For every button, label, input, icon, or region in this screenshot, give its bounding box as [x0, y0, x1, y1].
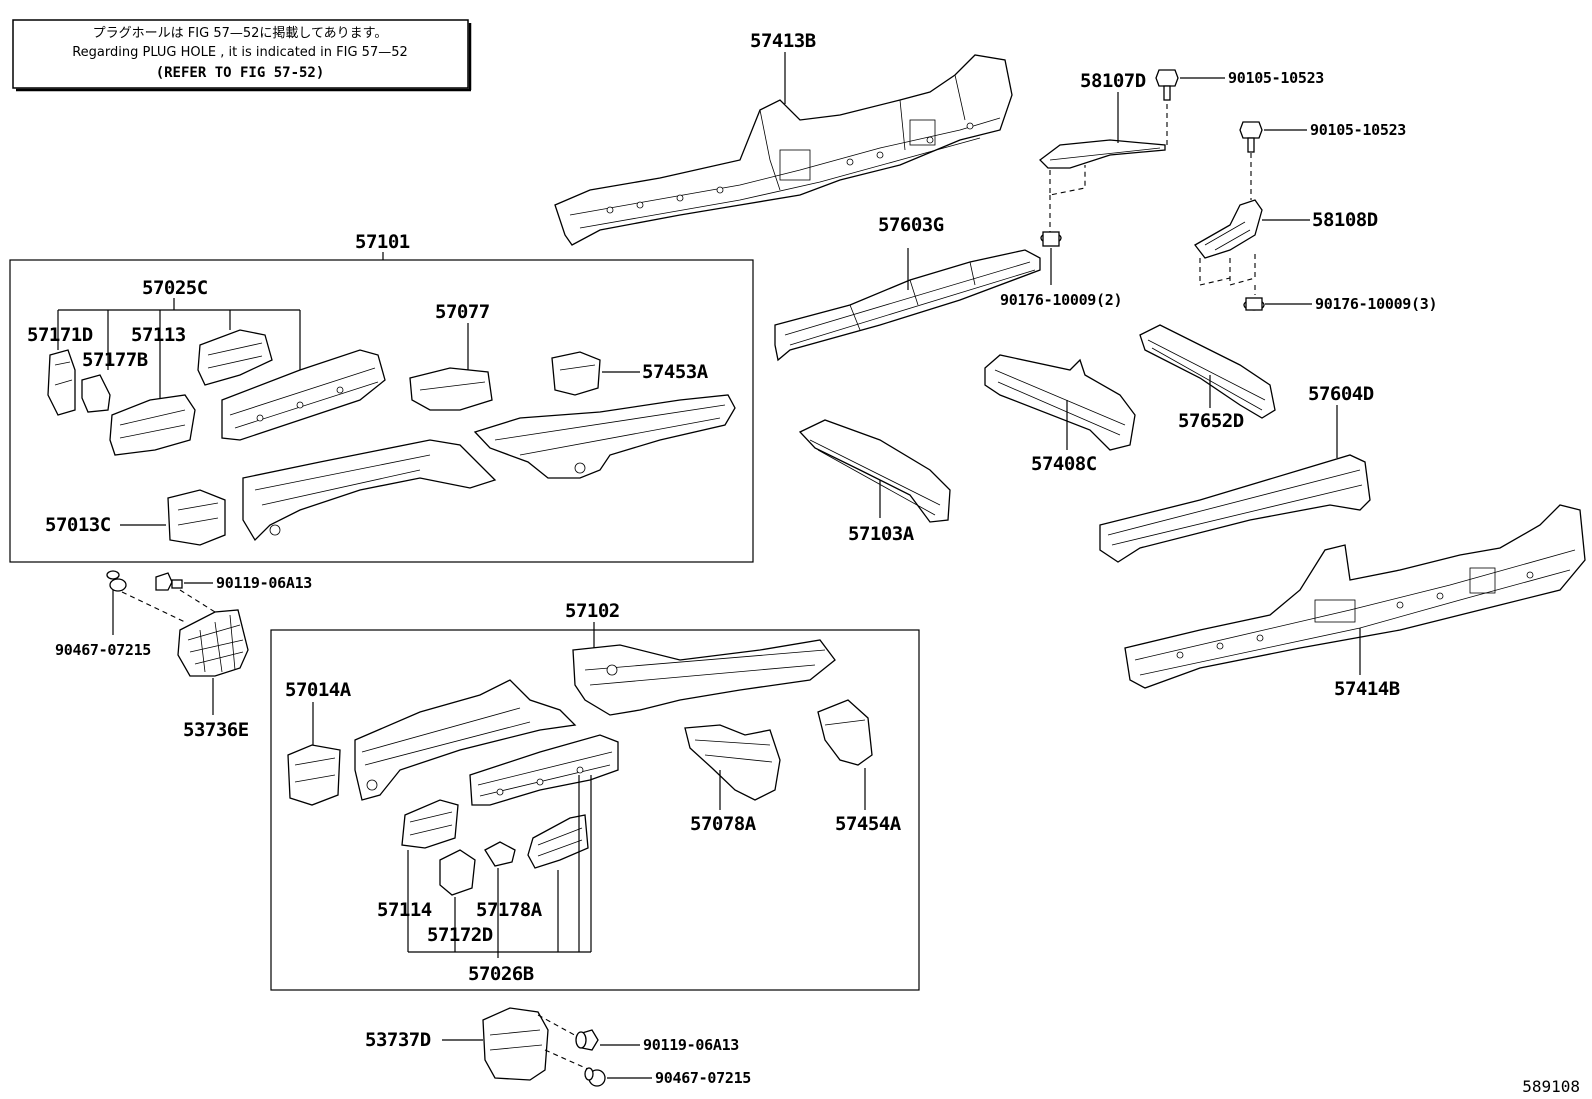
- part-57177B-plate[interactable]: [81, 374, 111, 413]
- note-line-japanese: プラグホールは FIG 57—52に掲載してあります。: [93, 25, 388, 41]
- figure-reference-number: 589108: [1522, 1077, 1580, 1096]
- reference-note-box: プラグホールは FIG 57—52に掲載してあります。 Regarding PL…: [12, 19, 472, 92]
- part-57453A-bracket[interactable]: [551, 351, 601, 396]
- part-58108D-bracket[interactable]: [1194, 199, 1263, 259]
- part-53737D-cover[interactable]: [482, 1007, 549, 1081]
- bolt-90467-07215-icon[interactable]: [584, 1067, 606, 1087]
- bolt-90105-10523-icon[interactable]: [1155, 69, 1179, 101]
- label-57652D: 57652D: [1178, 410, 1244, 432]
- label-57454A: 57454A: [835, 813, 902, 835]
- label-57113: 57113: [131, 324, 186, 346]
- part-57102-floor-side[interactable]: [354, 679, 577, 801]
- group-box-57102: [270, 629, 920, 991]
- part-57113-reinforcement[interactable]: [109, 394, 196, 456]
- label-57171D: 57171D: [27, 324, 93, 346]
- part-57454A-bracket[interactable]: [817, 699, 873, 766]
- part-53736E-cover[interactable]: [177, 609, 249, 677]
- part-57413B-rocker-outer[interactable]: [554, 54, 1013, 246]
- part-57101-front-side-member[interactable]: [473, 394, 736, 479]
- label-90176-10009-2: 90176-10009(2): [1000, 291, 1122, 309]
- label-57413B: 57413B: [750, 30, 816, 52]
- part-57172D-plate[interactable]: [439, 849, 476, 896]
- label-90467-07215-a: 90467-07215: [55, 641, 151, 659]
- label-53737D: 53737D: [365, 1029, 431, 1051]
- label-57078A: 57078A: [690, 813, 757, 835]
- part-57178A-plate[interactable]: [484, 841, 516, 867]
- label-57604D: 57604D: [1308, 383, 1374, 405]
- label-90176-10009-3: 90176-10009(3): [1315, 295, 1437, 313]
- part-57025C-upper-bracket[interactable]: [197, 329, 273, 386]
- part-57102-front-side-member[interactable]: [572, 639, 836, 716]
- part-57652D-crossmember[interactable]: [1139, 324, 1276, 419]
- label-53736E: 53736E: [183, 719, 249, 741]
- part-57013C-bracket[interactable]: [167, 489, 226, 546]
- label-57603G: 57603G: [878, 214, 944, 236]
- part-57408C-crossmember[interactable]: [984, 354, 1136, 451]
- label-57114: 57114: [377, 899, 432, 921]
- label-57414B: 57414B: [1334, 678, 1400, 700]
- bolt-90119-06A13-icon[interactable]: [575, 1029, 599, 1051]
- part-57014A-bracket[interactable]: [287, 744, 341, 806]
- nut-90176-10009-icon[interactable]: [1243, 297, 1265, 311]
- label-57408C: 57408C: [1031, 453, 1097, 475]
- part-58107D-bracket[interactable]: [1039, 139, 1166, 169]
- label-57077: 57077: [435, 301, 490, 323]
- label-57101: 57101: [355, 231, 410, 253]
- part-57077-bracket[interactable]: [409, 367, 493, 411]
- part-57171D-plate[interactable]: [47, 349, 76, 416]
- part-57025C-side-member[interactable]: [221, 349, 386, 441]
- label-58107D: 58107D: [1080, 70, 1146, 92]
- label-57172D: 57172D: [427, 924, 493, 946]
- label-57453A: 57453A: [642, 361, 709, 383]
- note-line-english: Regarding PLUG HOLE , it is indicated in…: [72, 45, 408, 60]
- group-box-57101: [9, 259, 754, 563]
- label-90119-06A13-a: 90119-06A13: [216, 574, 312, 592]
- label-57103A: 57103A: [848, 523, 915, 545]
- label-90119-06A13-b: 90119-06A13: [643, 1036, 739, 1054]
- label-57178A: 57178A: [476, 899, 543, 921]
- label-57014A: 57014A: [285, 679, 352, 701]
- bolt-90119-06A13-icon[interactable]: [155, 572, 183, 591]
- bolt-90105-10523-icon[interactable]: [1239, 121, 1263, 153]
- bolt-90467-07215-icon[interactable]: [106, 570, 127, 592]
- label-57025C: 57025C: [142, 277, 208, 299]
- part-57414B-rocker-outer[interactable]: [1124, 504, 1586, 689]
- label-58108D: 58108D: [1312, 209, 1378, 231]
- part-57603G-rocker-inner[interactable]: [774, 249, 1041, 362]
- note-line-refer: (REFER TO FIG 57-52): [156, 65, 325, 81]
- nut-90176-10009-icon[interactable]: [1040, 231, 1062, 247]
- part-57604D-rocker-inner[interactable]: [1099, 454, 1371, 563]
- label-57013C: 57013C: [45, 514, 111, 536]
- part-57026B-side-member[interactable]: [469, 734, 619, 806]
- part-57114-plate[interactable]: [401, 799, 459, 849]
- label-57102: 57102: [565, 600, 620, 622]
- part-57078A-bracket[interactable]: [684, 724, 781, 801]
- label-57177B: 57177B: [82, 349, 148, 371]
- part-57103A-member[interactable]: [798, 419, 951, 523]
- label-90467-07215-b: 90467-07215: [655, 1069, 751, 1087]
- part-57025C-floor-side[interactable]: [242, 439, 497, 542]
- label-57026B: 57026B: [468, 963, 534, 985]
- part-57026B-bracket[interactable]: [527, 814, 589, 869]
- label-90105-10523-b: 90105-10523: [1310, 121, 1406, 139]
- label-90105-10523-a: 90105-10523: [1228, 69, 1324, 87]
